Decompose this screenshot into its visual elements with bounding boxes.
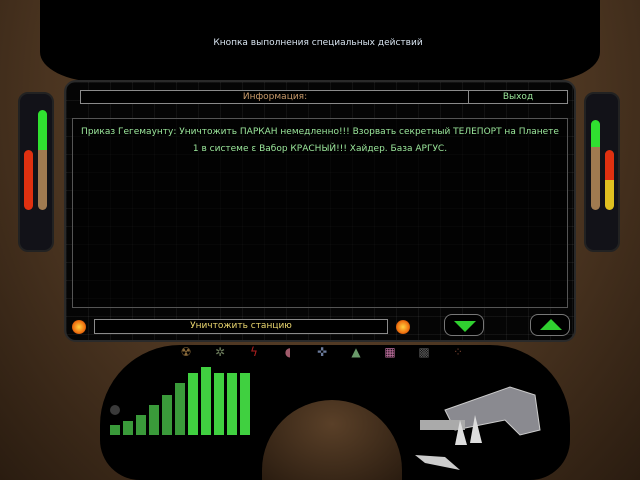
right-green-bar — [591, 120, 600, 210]
indicator-knob — [110, 405, 120, 415]
dots-icon[interactable]: ⁘ — [452, 345, 464, 359]
station-icon[interactable]: ▦ — [384, 345, 396, 359]
info-label: Информация: — [80, 90, 470, 104]
signal-bar — [123, 421, 133, 435]
arrow-up-icon — [540, 319, 562, 330]
message-line-2: 1 в системе ε Вабор КРАСНЫЙ!!! Хайдер. Б… — [192, 144, 448, 154]
target-icon[interactable]: ✲ — [214, 345, 226, 359]
signal-bar — [175, 383, 185, 435]
sound-wave-icon[interactable]: ◖ — [284, 345, 292, 359]
message-line-1: Приказ Гегемаунту: Уничтожить ПАРКАН нем… — [81, 127, 559, 137]
left-green-bar — [38, 110, 47, 210]
scroll-down-button[interactable] — [444, 314, 484, 336]
left-lamp-icon — [72, 320, 86, 334]
right-lamp-icon — [396, 320, 410, 334]
main-panel: Информация: Выход Приказ Гегемаунту: Уни… — [64, 80, 576, 342]
function-icons: ☢ ✲ ϟ ◖ ✜ ▲ ▦ ▩ ⁘ — [178, 345, 466, 359]
right-red-bar — [605, 150, 614, 210]
message-box: Приказ Гегемаунту: Уничтожить ПАРКАН нем… — [72, 118, 568, 308]
signal-bar — [188, 373, 198, 435]
signal-bar — [110, 425, 120, 435]
left-gauge — [18, 92, 54, 252]
crosshair-icon[interactable]: ✜ — [316, 345, 328, 359]
signal-bar — [240, 373, 250, 435]
signal-bar — [149, 405, 159, 435]
beacon-icon[interactable]: ▲ — [351, 345, 361, 359]
radiation-icon[interactable]: ☢ — [180, 345, 192, 359]
left-red-bar — [24, 150, 33, 210]
lightning-icon[interactable]: ϟ — [250, 345, 258, 359]
action-hint-title: Кнопка выполнения специальных действий — [213, 38, 423, 48]
signal-bar — [227, 373, 237, 435]
right-gauge — [584, 92, 620, 252]
exit-button[interactable]: Выход — [468, 90, 568, 104]
top-visor — [40, 0, 600, 82]
signal-bar — [162, 395, 172, 435]
weapon-image — [415, 386, 541, 470]
scroll-up-button[interactable] — [530, 314, 570, 336]
action-button[interactable]: Уничтожить станцию — [94, 319, 388, 334]
arrow-down-icon — [454, 321, 476, 332]
grid-icon[interactable]: ▩ — [418, 345, 430, 359]
signal-bar — [201, 367, 211, 435]
signal-bar — [214, 373, 224, 435]
signal-bar — [136, 415, 146, 435]
